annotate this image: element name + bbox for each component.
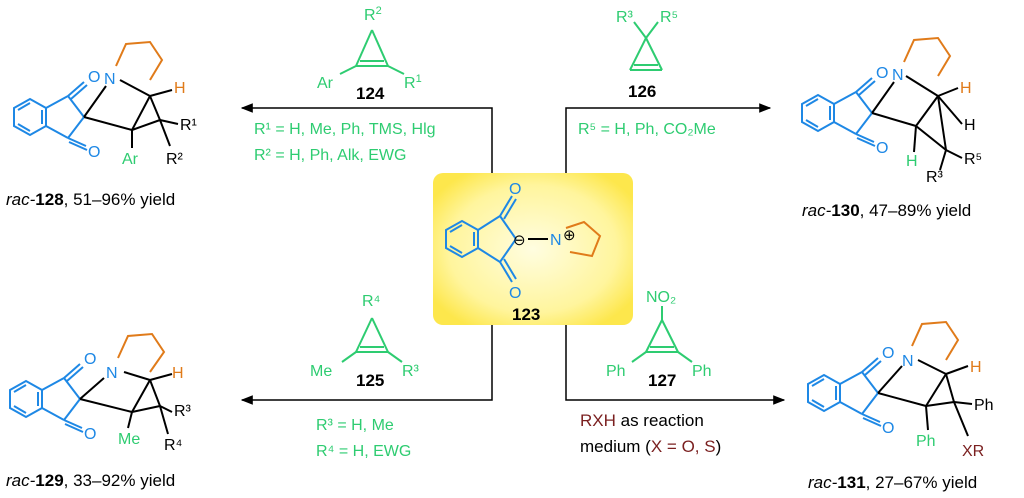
product-130-pyrrolidine <box>903 36 952 77</box>
product-128-o-bottom: O <box>88 144 100 161</box>
product-128-h: H <box>174 80 186 97</box>
condition-126-r5: R⁵ = H, Ph, CO₂Me <box>578 121 716 138</box>
product-130-label: rac-130, 47–89% yield <box>802 201 971 220</box>
product-130-indandione <box>801 77 876 147</box>
arrow-top-right <box>565 103 772 173</box>
product-131-label: rac-131, 27–67% yield <box>808 473 977 492</box>
product-131-pyrrolidine <box>911 320 960 361</box>
reagent-124-r1: R1 <box>404 73 422 92</box>
product-130-o-top: O <box>876 65 888 82</box>
product-128-pyrrolidine <box>115 40 164 81</box>
product-129-n: N <box>106 365 118 382</box>
reagent-125-me: Me <box>310 363 332 380</box>
reagent-126-r3: R³ <box>616 9 634 26</box>
product-128-r2: R² <box>166 151 184 168</box>
center-pyrrolidine <box>565 220 602 258</box>
center-o-top: O <box>509 181 521 198</box>
center-minus-charge: ⊖ <box>513 232 526 249</box>
product-131-o-bottom: O <box>882 420 894 437</box>
product-129-r4: R⁴ <box>164 437 183 454</box>
product-131-n: N <box>902 353 914 370</box>
product-128-core <box>83 79 179 148</box>
condition-127-line2: medium (X = O, S) <box>580 437 721 456</box>
reagent-127-structure <box>631 306 693 363</box>
product-129-h: H <box>172 365 184 382</box>
condition-124-r2: R² = H, Ph, Alk, EWG <box>254 147 406 164</box>
product-130-o-bottom: O <box>876 140 888 157</box>
product-129-label: rac-129, 33–92% yield <box>6 471 175 490</box>
product-131-core <box>877 359 973 437</box>
product-128-ar: Ar <box>122 151 139 168</box>
product-129-o-bottom: O <box>84 426 96 443</box>
reagent-126-label: 126 <box>628 82 656 101</box>
reagent-126-r5: R⁵ <box>660 9 678 26</box>
center-n: N <box>550 232 562 249</box>
reagent-125-r3: R³ <box>402 363 420 380</box>
product-128-label: rac-128, 51–96% yield <box>6 190 175 209</box>
center-plus-charge: ⊕ <box>563 227 576 244</box>
product-130-h-right: H <box>964 117 976 134</box>
reagent-125-label: 125 <box>356 371 384 390</box>
product-130-core <box>871 75 963 171</box>
product-131-ph-right: Ph <box>974 397 994 414</box>
arrow-bottom-right <box>565 325 786 405</box>
condition-127-line1: RXH as reaction <box>580 411 704 430</box>
condition-125-r3: R³ = H, Me <box>316 417 394 434</box>
product-130-r5: R⁵ <box>964 151 982 168</box>
product-128-indandione <box>13 81 88 151</box>
reagent-124-label: 124 <box>356 84 385 103</box>
product-130-h-top: H <box>960 80 972 97</box>
reagent-127-ph-right: Ph <box>692 363 712 380</box>
reagent-127-ph-left: Ph <box>606 363 626 380</box>
product-129-pyrrolidine <box>117 332 166 373</box>
product-128-o-top: O <box>88 69 100 86</box>
compound-123-label: 123 <box>512 305 540 324</box>
product-129-indandione <box>9 363 84 433</box>
product-130-n: N <box>892 67 904 84</box>
arrow-bottom-left <box>240 325 493 405</box>
product-131-indandione <box>807 357 882 427</box>
reagent-125-r4: R⁴ <box>362 293 381 310</box>
product-130-r3: R³ <box>926 169 944 186</box>
product-129-r3: R³ <box>174 403 192 420</box>
reagent-125-structure <box>341 317 403 363</box>
product-130-h-bottom: H <box>906 153 918 170</box>
reagent-127-no2: NO₂ <box>646 289 676 306</box>
arrow-top-left <box>240 103 493 173</box>
product-129-core <box>79 371 173 435</box>
product-131-ph-bottom: Ph <box>916 433 936 450</box>
product-129-me: Me <box>118 431 140 448</box>
compound-123-structure <box>445 195 548 283</box>
reagent-124-structure <box>339 29 405 75</box>
product-131-o-top: O <box>882 345 894 362</box>
reagent-126-structure <box>629 21 663 71</box>
product-128-r1: R¹ <box>180 117 197 134</box>
product-129-o-top: O <box>84 351 96 368</box>
center-highlight-box <box>433 173 633 325</box>
reagent-127-label: 127 <box>648 371 676 390</box>
condition-125-r4: R⁴ = H, EWG <box>316 443 411 460</box>
product-131-h: H <box>970 359 982 376</box>
condition-124-r1: R¹ = H, Me, Ph, TMS, Hlg <box>254 121 436 138</box>
product-131-xr: XR <box>962 443 984 460</box>
product-128-n: N <box>104 71 116 88</box>
reagent-124-ar: Ar <box>317 75 334 92</box>
center-o-bottom: O <box>509 285 521 302</box>
reagent-124-r2: R2 <box>364 5 382 24</box>
